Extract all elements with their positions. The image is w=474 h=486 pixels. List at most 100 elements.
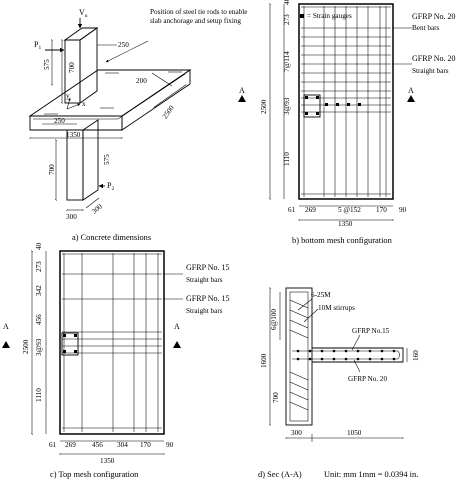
b-hdim-269: 269	[305, 206, 316, 214]
panel-a-concrete-dimensions: Vu P1 P2 x y Position of steel tie rods …	[28, 8, 247, 242]
slab-bars	[292, 349, 400, 361]
column-stirrups	[289, 291, 309, 422]
d-dim-160: 160	[412, 350, 420, 361]
c-vdim-1110: 1110	[35, 388, 43, 402]
c-overall-height: 2500	[22, 339, 30, 354]
dim-250-a: 250	[118, 41, 129, 49]
section-letter-left-b: A	[239, 86, 245, 95]
c-hdim-269: 269	[65, 441, 76, 449]
bottom-column-stub	[66, 119, 99, 201]
dim-2500: 2500	[161, 104, 176, 121]
c-hdim-90: 90	[166, 441, 174, 449]
b-hdim-5at152: 5 @152	[338, 206, 361, 214]
tie-note-line-2: slab anchorage and setup fixing	[150, 17, 241, 25]
b-vdim-7at114: 7@114	[283, 51, 291, 72]
bottom-mesh-outline	[298, 3, 394, 200]
c-vdim-342: 342	[35, 285, 43, 296]
section-mark-a-left-b	[238, 95, 246, 102]
top-mesh-outline	[59, 250, 165, 435]
section-letter-left-c: A	[3, 322, 9, 331]
bent-bars-label-2: Bent bars	[412, 24, 440, 32]
tie-note-line-1: Position of steel tie rods to enable	[150, 8, 247, 16]
section-mark-a-left-c	[2, 341, 10, 348]
panel-c-top-mesh: A A GFRP No. 15 Straight bars GFRP No. 1…	[2, 242, 230, 479]
b-hdim-61: 61	[288, 206, 296, 214]
dim-575-top: 575	[43, 59, 51, 70]
legend-strain-gauges: = Strain gauges	[307, 12, 352, 20]
d-dim-700: 700	[272, 392, 280, 403]
gfrp15-label: GFRP No.15	[352, 327, 390, 335]
top-label-1a: GFRP No. 15	[186, 263, 230, 272]
stirrups-10m-label: 10M stirrups	[318, 304, 355, 312]
c-hdim-170: 170	[140, 441, 151, 449]
dim-700-top: 700	[68, 62, 76, 73]
c-vdim-3at93: 3@93	[35, 338, 43, 356]
top-mesh-horizontal-bars	[62, 253, 162, 429]
c-hdim-61: 61	[49, 441, 57, 449]
axis-y-label: y	[66, 92, 70, 100]
slab-body	[28, 69, 192, 131]
b-vdim-1110: 1110	[283, 152, 291, 166]
load-arrows	[45, 18, 105, 189]
c-overall-width: 1350	[100, 457, 115, 465]
section-letter-right-b: A	[408, 86, 414, 95]
column-section	[285, 287, 313, 426]
b-hdim-170: 170	[376, 206, 387, 214]
section-letter-right-c: A	[174, 322, 180, 331]
dim-200: 200	[136, 77, 147, 85]
c-vdim-273: 273	[35, 261, 43, 272]
bottom-column-outline	[303, 94, 321, 118]
tie-rod-positions	[44, 40, 182, 115]
b-vdim-40: 40	[283, 0, 291, 5]
p2-label: P2	[107, 181, 114, 192]
dim-300-b: 300	[90, 202, 104, 215]
c-hdim-304: 304	[117, 441, 128, 449]
panel-b-bottom-mesh: A A = Strain gauges GFRP No. 20 Bent bar…	[238, 0, 456, 245]
b-overall-height: 2500	[260, 99, 268, 114]
d-dim-1050: 1050	[347, 429, 362, 437]
caption-b: b) bottom mesh configuration	[292, 236, 393, 245]
b-vdim-273: 273	[283, 14, 291, 25]
section-mark-a-right-b	[407, 95, 415, 102]
strain-gauges-bottom	[300, 14, 361, 115]
b-vdim-3at93: 3@93	[283, 97, 291, 115]
top-label-2a: GFRP No. 15	[186, 294, 230, 303]
section-mark-a-right-c	[173, 341, 181, 348]
strain-gauges-top	[63, 334, 77, 353]
bottom-mesh-vertical-bars	[303, 6, 387, 197]
d-dim-300: 300	[291, 429, 302, 437]
p1-label: P1	[34, 40, 41, 51]
vu-label: Vu	[79, 8, 88, 19]
dim-700-bot: 700	[48, 164, 56, 175]
top-column-outline	[61, 332, 79, 356]
caption-d: d) Sec (A-A)	[258, 470, 302, 479]
dim-250-b: 250	[54, 117, 65, 125]
c-vdim-40: 40	[35, 242, 43, 250]
top-mesh-vertical-bars	[63, 253, 159, 432]
d-dim-1600: 1600	[260, 353, 268, 368]
dim-300-a: 300	[66, 213, 77, 221]
dim-1350: 1350	[66, 131, 81, 139]
straight-bars-label-2: Straight bars	[412, 67, 449, 75]
unit-note: Unit: mm 1mm = 0.0394 in.	[324, 470, 418, 479]
straight-bars-label-1: GFRP No. 20	[412, 54, 456, 63]
slab-section	[312, 347, 404, 363]
top-label-2b: Straight bars	[186, 307, 223, 315]
c-vdim-456: 456	[35, 314, 43, 325]
top-label-1b: Straight bars	[186, 276, 223, 284]
b-hdim-90: 90	[399, 206, 407, 214]
bars-6-25m-label: 6-25M	[311, 291, 331, 299]
panel-a-dimension-lines	[28, 38, 187, 212]
caption-a: a) Concrete dimensions	[72, 233, 151, 242]
axis-x-label: x	[82, 100, 86, 108]
legend-gauge-symbol	[300, 14, 304, 18]
bottom-mesh-horizontal-bars	[301, 6, 391, 195]
local-axis	[66, 97, 81, 110]
b-overall-width: 1350	[338, 220, 353, 228]
d-dim-6at100: 6@100	[270, 309, 278, 330]
caption-c: c) Top mesh configuration	[50, 470, 139, 479]
panel-d-section-aa: 6-25M 10M stirrups GFRP No.15 GFRP No. 2…	[258, 286, 420, 479]
dim-575-bot: 575	[103, 154, 111, 165]
gfrp20-label: GFRP No. 20	[348, 375, 387, 383]
c-hdim-456: 456	[92, 441, 103, 449]
